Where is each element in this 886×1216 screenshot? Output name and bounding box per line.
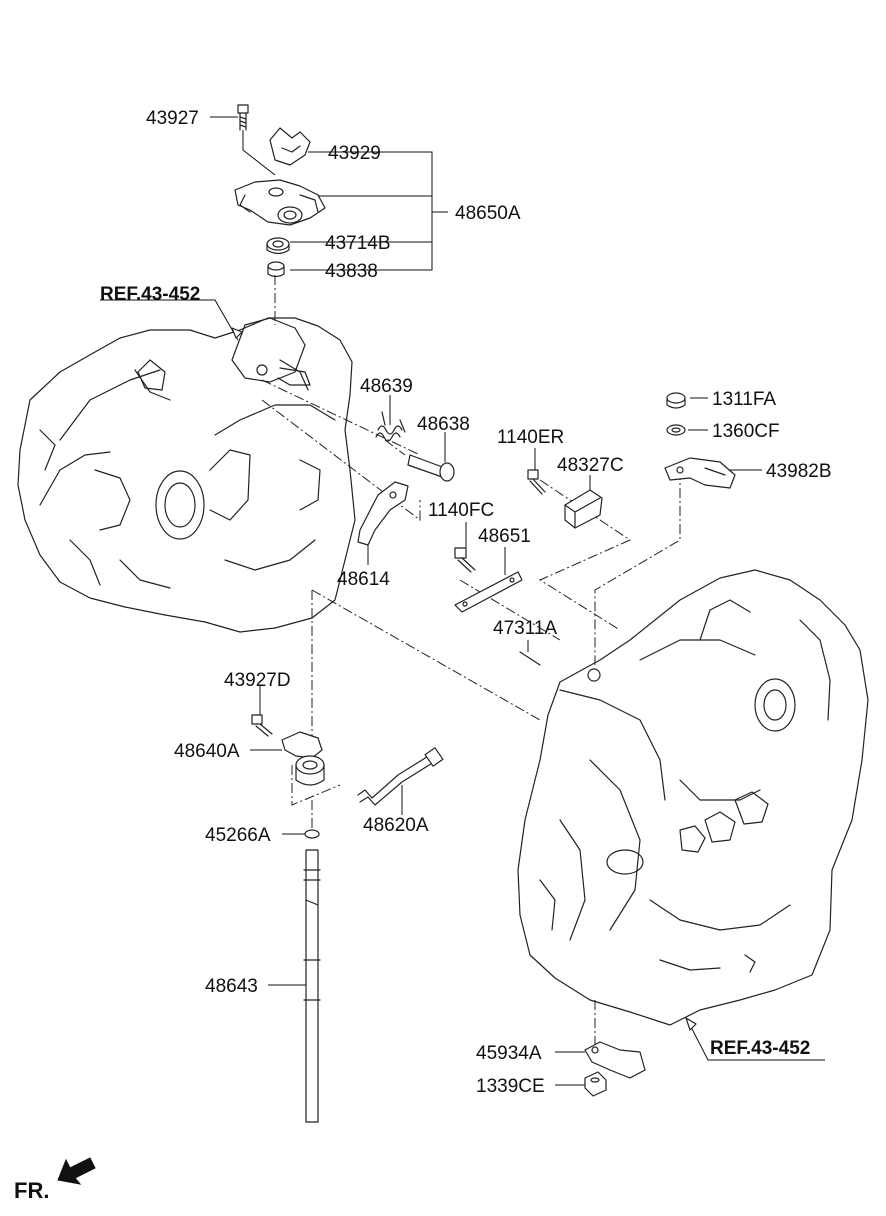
label-43929: 43929 — [328, 143, 381, 164]
washer-1360CF — [666, 424, 686, 436]
shaft-48643 — [303, 849, 321, 1123]
label-1360CF: 1360CF — [712, 421, 780, 442]
label-ref-bottom: REF.43-452 — [710, 1038, 810, 1059]
label-48640A: 48640A — [174, 741, 240, 762]
label-1140ER: 1140ER — [497, 427, 564, 448]
front-direction-arrow-icon — [57, 1157, 96, 1185]
label-48638: 48638 — [417, 414, 470, 435]
leader-lines — [100, 116, 825, 1086]
bracket-48650A — [234, 179, 326, 226]
bolt-43927D — [251, 714, 273, 737]
bolt-1140FC — [454, 522, 476, 573]
label-45934A: 45934A — [476, 1043, 542, 1064]
cable-48620A — [357, 747, 444, 815]
label-43838: 43838 — [325, 261, 378, 282]
label-48327C: 48327C — [557, 455, 624, 476]
label-ref-top: REF.43-452 — [100, 284, 200, 305]
label-43927: 43927 — [146, 108, 199, 129]
label-48651: 48651 — [478, 526, 531, 547]
label-1311FA: 1311FA — [712, 389, 776, 410]
lever-45934A — [584, 1041, 646, 1079]
label-1140FC: 1140FC — [428, 500, 494, 521]
label-47311A: 47311A — [493, 618, 557, 639]
bushing-43838 — [267, 261, 285, 278]
pin-47311A — [519, 640, 541, 666]
label-1339CE: 1339CE — [476, 1076, 545, 1097]
label-48650A: 48650A — [455, 203, 521, 224]
clip-43929 — [269, 127, 311, 166]
lever-48614 — [357, 481, 409, 565]
spring-48639 — [375, 411, 406, 442]
label-48620A: 48620A — [363, 815, 429, 836]
front-direction-indicator: FR. — [14, 1157, 96, 1203]
label-48614: 48614 — [337, 569, 390, 590]
label-45266A: 45266A — [205, 825, 271, 846]
block-48327C — [564, 475, 603, 529]
left-transaxle-housing — [17, 317, 356, 633]
seal-43714B — [266, 237, 290, 255]
label-43982B: 43982B — [766, 461, 832, 482]
label-48643: 48643 — [205, 976, 258, 997]
oring-45266A — [304, 829, 320, 839]
nut-1339CE — [584, 1071, 607, 1097]
part-labels: 43927 43929 48650A 43714B 43838 REF.43-4… — [100, 108, 832, 1097]
lever-43982B — [664, 457, 736, 489]
assembly-center-lines — [261, 275, 681, 1045]
bolt-1140ER — [527, 448, 546, 495]
label-43714B: 43714B — [325, 233, 391, 254]
pin-48638 — [407, 454, 455, 482]
nut-1311FA — [666, 392, 686, 409]
front-label: FR. — [14, 1178, 49, 1203]
label-43927D: 43927D — [224, 670, 291, 691]
plate-48651 — [454, 547, 523, 613]
label-48639: 48639 — [360, 376, 413, 397]
right-transaxle-housing — [517, 569, 869, 1026]
bolt-43927 — [237, 104, 276, 176]
bracket-48640A — [281, 731, 325, 786]
